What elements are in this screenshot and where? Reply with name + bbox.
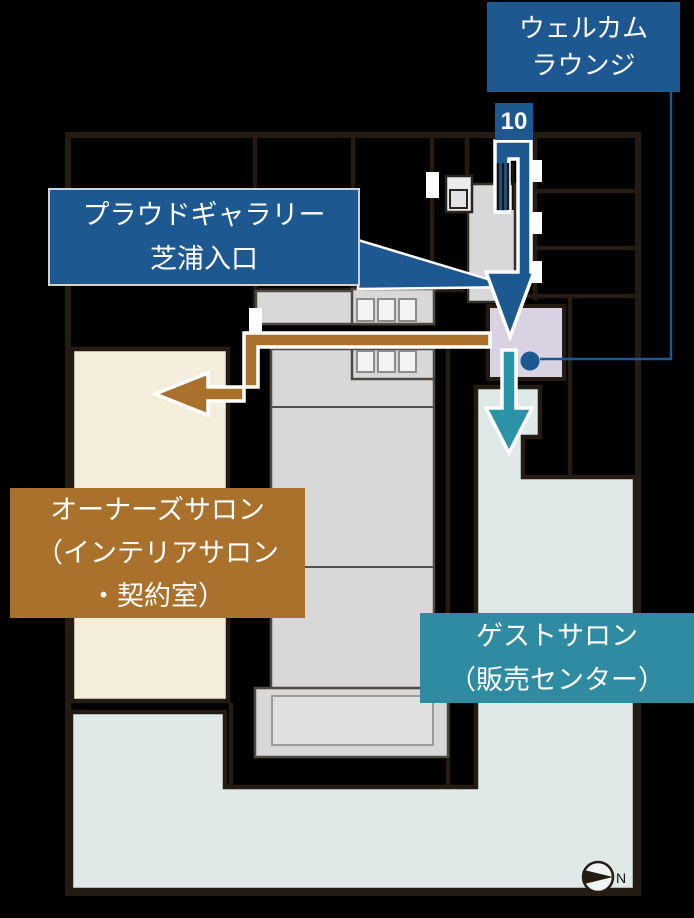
compass-icon: N	[581, 860, 626, 894]
core-block	[253, 287, 450, 759]
gallery-entrance-line2: 芝浦入口	[150, 244, 258, 274]
north-label: N	[616, 870, 626, 886]
welcome-lounge-label: ウェルカム ラウンジ	[487, 2, 680, 92]
brown-route-arrow	[150, 331, 492, 418]
gallery-entrance-label: プラウドギャラリー 芝浦入口	[48, 188, 360, 286]
compass-needle	[584, 870, 613, 884]
welcome-lounge-line1: ウェルカム	[518, 13, 649, 43]
route-number-badge: 10	[495, 103, 533, 140]
welcome-lounge-line2: ラウンジ	[531, 50, 636, 80]
teal-route-arrow	[483, 348, 535, 457]
gallery-entrance-line1: プラウドギャラリー	[82, 200, 326, 230]
guest-salon-line1: ゲストサロン	[476, 621, 638, 651]
owners-salon-line3: ・契約室）	[90, 580, 225, 611]
stair-treads-icon	[496, 163, 515, 210]
owners-salon-line1: オーナーズサロン	[50, 494, 265, 525]
guest-salon-line2: （販売センター）	[449, 665, 665, 695]
owners-salon-label: オーナーズサロン （インテリアサロン ・契約室）	[10, 488, 305, 618]
guest-salon-label: ゲストサロン （販売センター）	[420, 613, 694, 703]
guest-salon-area	[68, 384, 638, 893]
leader-line	[540, 90, 673, 361]
leader-dot	[520, 351, 540, 371]
route-number-text: 10	[500, 107, 528, 135]
owners-salon-line2: （インテリアサロン	[36, 537, 279, 568]
